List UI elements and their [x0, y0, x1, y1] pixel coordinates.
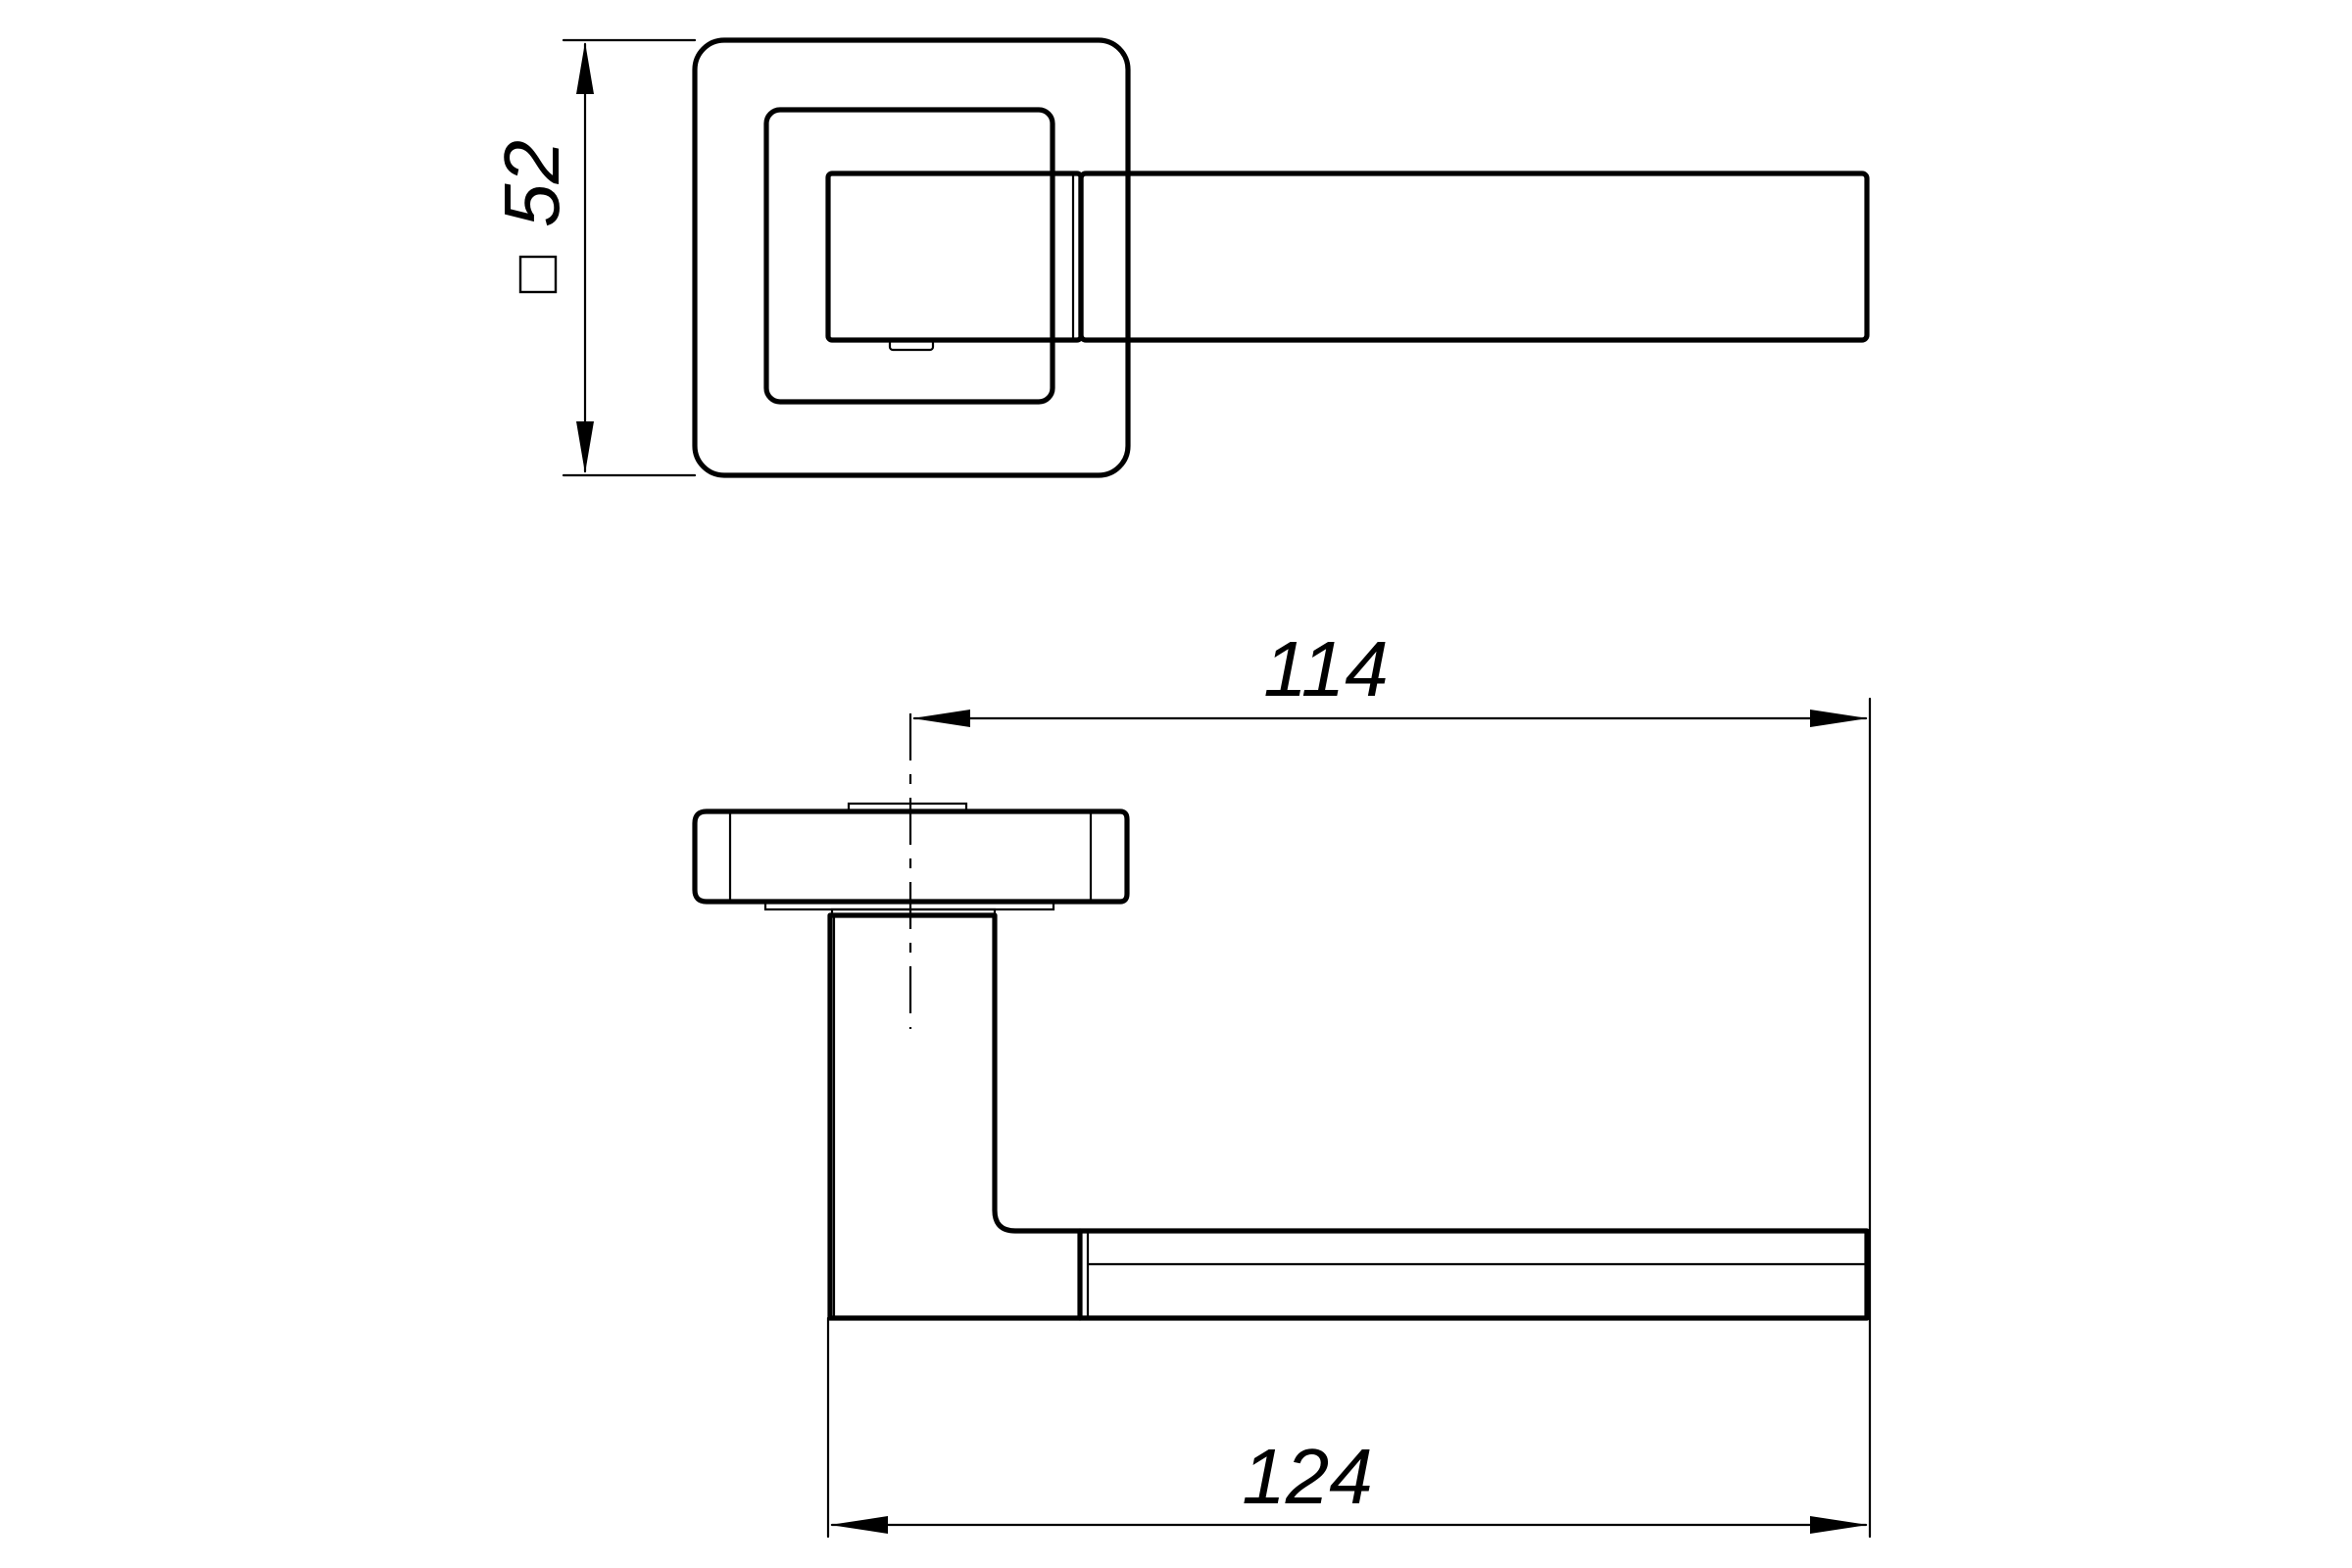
top-view: 52 — [488, 37, 1870, 478]
dimension-handle-reach: 114 — [912, 625, 1872, 1539]
dimension-overall-length: 124 — [826, 1316, 1868, 1539]
dimension-rose-size: 52 — [488, 38, 697, 477]
handle-reach-label: 114 — [1263, 625, 1389, 712]
rose-size-label: 52 — [488, 140, 575, 227]
lever-neck-front — [825, 171, 1084, 343]
set-screw — [888, 338, 935, 352]
arrowhead-left — [912, 710, 970, 727]
side-view: 114 124 — [692, 625, 1872, 1539]
arrowhead-left — [830, 1516, 888, 1534]
lever-profile-side — [827, 912, 1870, 1321]
arrowhead-right — [1810, 1516, 1868, 1534]
rosette-inner — [763, 107, 1055, 405]
overall-length-label: 124 — [1242, 1433, 1372, 1520]
spindle-cap — [847, 802, 968, 814]
square-symbol-icon — [518, 255, 558, 294]
lever-bar-front — [1078, 171, 1870, 343]
arrowhead-down — [576, 421, 594, 473]
arrowhead-up — [576, 42, 594, 94]
arrowhead-right — [1810, 710, 1868, 727]
rosette-outer — [692, 37, 1131, 478]
rose-plate-side — [692, 808, 1130, 905]
